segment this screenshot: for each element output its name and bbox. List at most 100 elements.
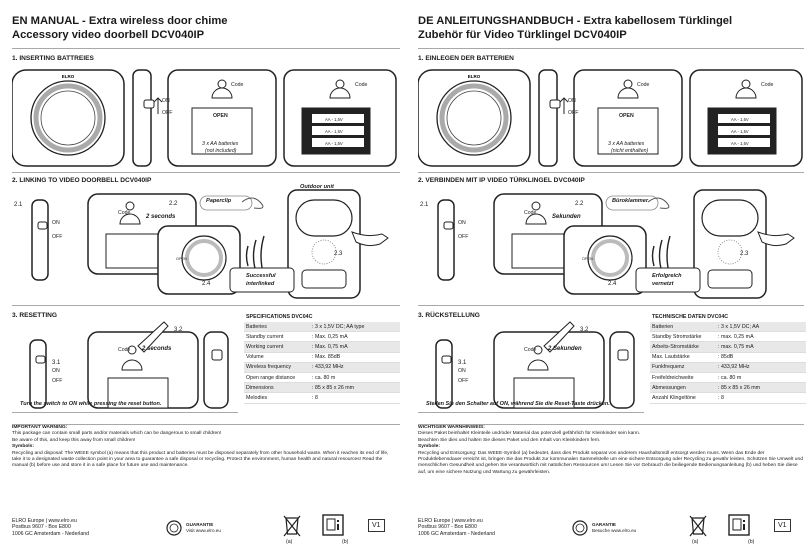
spec-value: : 433,92 MHz bbox=[716, 362, 806, 373]
battery-note-sub: (nicht enthalten) bbox=[611, 148, 649, 154]
section-1-heading: 1. EINLEGEN DER BATTERIEN bbox=[418, 55, 514, 62]
step-3-2: 3.2 bbox=[174, 327, 183, 333]
spec-row: Working current: Max. 0,75 mA bbox=[244, 341, 400, 353]
symbols-text: Recycling and disposal: The WEEE symbol … bbox=[12, 450, 389, 469]
switch-on-label: ON bbox=[458, 220, 466, 226]
warning-line-2: Beachten Sie dies und halten Sie dieses … bbox=[418, 437, 601, 443]
code-label: Code bbox=[118, 210, 131, 216]
spec-value: : Max. 85dB bbox=[310, 352, 400, 363]
symbols-title: Symbole: bbox=[418, 444, 441, 450]
reset-illustration bbox=[29, 321, 229, 409]
symbol-a-label: (a) bbox=[692, 539, 699, 545]
success-label: Successful bbox=[246, 273, 276, 279]
page-title: DE ANLEITUNGSHANDBUCH - Extra kabellosem… bbox=[418, 15, 733, 27]
guarantee-seal-icon bbox=[572, 520, 588, 536]
spec-key: Abmessungen bbox=[650, 382, 716, 394]
spec-key: Standby current bbox=[244, 331, 310, 343]
insert-batteries-illustration: ELRO bbox=[12, 69, 397, 167]
spec-key: Working current bbox=[244, 341, 310, 353]
section-3-heading: 3. RÜCKSTELLUNG bbox=[418, 312, 480, 319]
open-label: OPEN bbox=[582, 257, 593, 261]
insert-batteries-illustration: ELRO bbox=[418, 69, 803, 167]
warning-title: WICHTIGER WARNHINWEIS: bbox=[418, 425, 485, 430]
linking-illustration bbox=[31, 189, 389, 299]
switch-off-label: OFF bbox=[162, 110, 173, 116]
section-2-heading: 2. LINKING TO VIDEO DOORBELL DCV040IP bbox=[12, 177, 152, 184]
spec-key: Open range distance bbox=[244, 372, 310, 384]
warning-block: WICHTIGER WARNHINWEIS: Dieses Paket bein… bbox=[418, 425, 804, 476]
warning-line-1: This package can contain small parts and… bbox=[12, 431, 222, 437]
guarantee-block: GUARANTIE Visit www.elro.eu bbox=[186, 522, 221, 535]
section-3-heading: 3. RESETTING bbox=[12, 312, 58, 319]
spec-row: Batteries: 3 x 1,5V DC; AA type bbox=[244, 322, 400, 333]
spec-key: Anzahl Klingeltöne bbox=[650, 392, 716, 404]
section-2-heading: 2. VERBINDEN MIT IP VIDEO TÜRKLINGEL DVC… bbox=[418, 177, 585, 184]
symbols-title: Symbols: bbox=[12, 444, 35, 450]
page-title: EN MANUAL - Extra wireless door chime bbox=[12, 15, 228, 27]
spec-row: Standby Stromstärke: max. 0,25 mA bbox=[650, 331, 806, 343]
spec-row: Arbeits-Stromstärke: max. 0,75 mA bbox=[650, 341, 806, 353]
spec-value: : Max. 0,75 mA bbox=[310, 341, 400, 353]
footer-line-1: ELRO Europe | www.elro.eu bbox=[12, 518, 77, 524]
section-rule bbox=[12, 172, 400, 173]
spec-row: Abmessungen: 85 x 85 x 26 mm bbox=[650, 382, 806, 394]
spec-key: Funkfrequenz bbox=[650, 362, 716, 373]
section-rule bbox=[418, 172, 804, 173]
spec-row: Anzahl Klingeltöne: 8 bbox=[650, 392, 806, 404]
battery-label: AA - 1,5V bbox=[325, 129, 343, 134]
warning-block: IMPORTANT WARNING: This package can cont… bbox=[12, 425, 398, 470]
open-label: OPEN bbox=[213, 113, 228, 119]
section-rule bbox=[12, 305, 400, 306]
step-3-1: 3.1 bbox=[52, 360, 61, 366]
step-2-3: 2.3 bbox=[740, 251, 749, 257]
success-label-2: vernetzt bbox=[652, 281, 674, 287]
code-label: Code bbox=[637, 82, 650, 88]
visit-label: Besuche www.elro.eu bbox=[592, 528, 637, 534]
step-2-1: 2.1 bbox=[14, 202, 23, 208]
paperclip-label: Büroklammer bbox=[612, 198, 649, 204]
switch-on-label: ON bbox=[458, 368, 466, 374]
step-2-1: 2.1 bbox=[420, 202, 429, 208]
symbol-b-label: (b) bbox=[748, 539, 755, 545]
spec-row: Funkfrequenz: 433,92 MHz bbox=[650, 362, 806, 373]
section-1-heading: 1. INSERTING BATTREIES bbox=[12, 55, 94, 62]
reset-caption: Stellen Sie den Schalter auf ON, während… bbox=[426, 401, 610, 407]
switch-off-label: OFF bbox=[52, 378, 63, 384]
success-label-2: interlinked bbox=[246, 281, 275, 287]
spec-row: Freifeldreichweite: ca. 80 m bbox=[650, 372, 806, 384]
reset-seconds-label: 2 Sekunden bbox=[548, 346, 582, 352]
battery-label: AA - 1,5V bbox=[731, 117, 749, 122]
spec-value: : 433,92 MHz bbox=[310, 362, 400, 373]
open-label: OPEN bbox=[176, 257, 187, 261]
two-seconds-label: Sekunden bbox=[552, 214, 581, 220]
switch-on-label: ON bbox=[568, 98, 576, 104]
footer-line-2: Postbus 9607 - Box E800 bbox=[418, 524, 477, 531]
reset-seconds-label: 2 seconds bbox=[142, 346, 172, 352]
outdoor-unit-label: Outdoor unit bbox=[300, 184, 334, 190]
spec-key: Arbeits-Stromstärke bbox=[650, 341, 716, 353]
read-manual-icon bbox=[322, 514, 344, 536]
open-label: OPEN bbox=[619, 113, 634, 119]
code-label: Code bbox=[524, 347, 537, 353]
caption-rule bbox=[418, 412, 644, 413]
guarantee-seal-icon bbox=[166, 520, 182, 536]
version-badge: V1 bbox=[368, 519, 385, 532]
warning-line-2: Be aware of this, and keep this away fro… bbox=[12, 437, 136, 443]
footer-address: ELRO Europe | www.elro.eu Postbus 9607 -… bbox=[12, 518, 89, 537]
page-de: DE ANLEITUNGSHANDBUCH - Extra kabellosem… bbox=[404, 0, 808, 558]
spec-key: Batteries bbox=[244, 322, 310, 333]
svg-text:ELRO: ELRO bbox=[468, 74, 481, 79]
battery-label: AA - 1,5V bbox=[325, 117, 343, 122]
spec-row: Melodies: 8 bbox=[244, 392, 400, 404]
spec-row: Volume: Max. 85dB bbox=[244, 352, 400, 363]
warning-title: IMPORTANT WARNING: bbox=[12, 425, 68, 430]
guarantee-label: GARANTIE bbox=[592, 522, 616, 527]
spec-value: : 3 x 1,5V DC; AA type bbox=[310, 322, 400, 333]
spec-row: Batterien: 3 x 1,5V DC; AA bbox=[650, 322, 806, 333]
paperclip-label: Paperclip bbox=[206, 198, 232, 204]
page-subtitle: Zubehör für Video Türklingel DCV040IP bbox=[418, 29, 627, 41]
spec-value: : 8 bbox=[716, 392, 806, 404]
section-rule bbox=[418, 424, 804, 425]
svg-text:ELRO: ELRO bbox=[62, 74, 75, 79]
